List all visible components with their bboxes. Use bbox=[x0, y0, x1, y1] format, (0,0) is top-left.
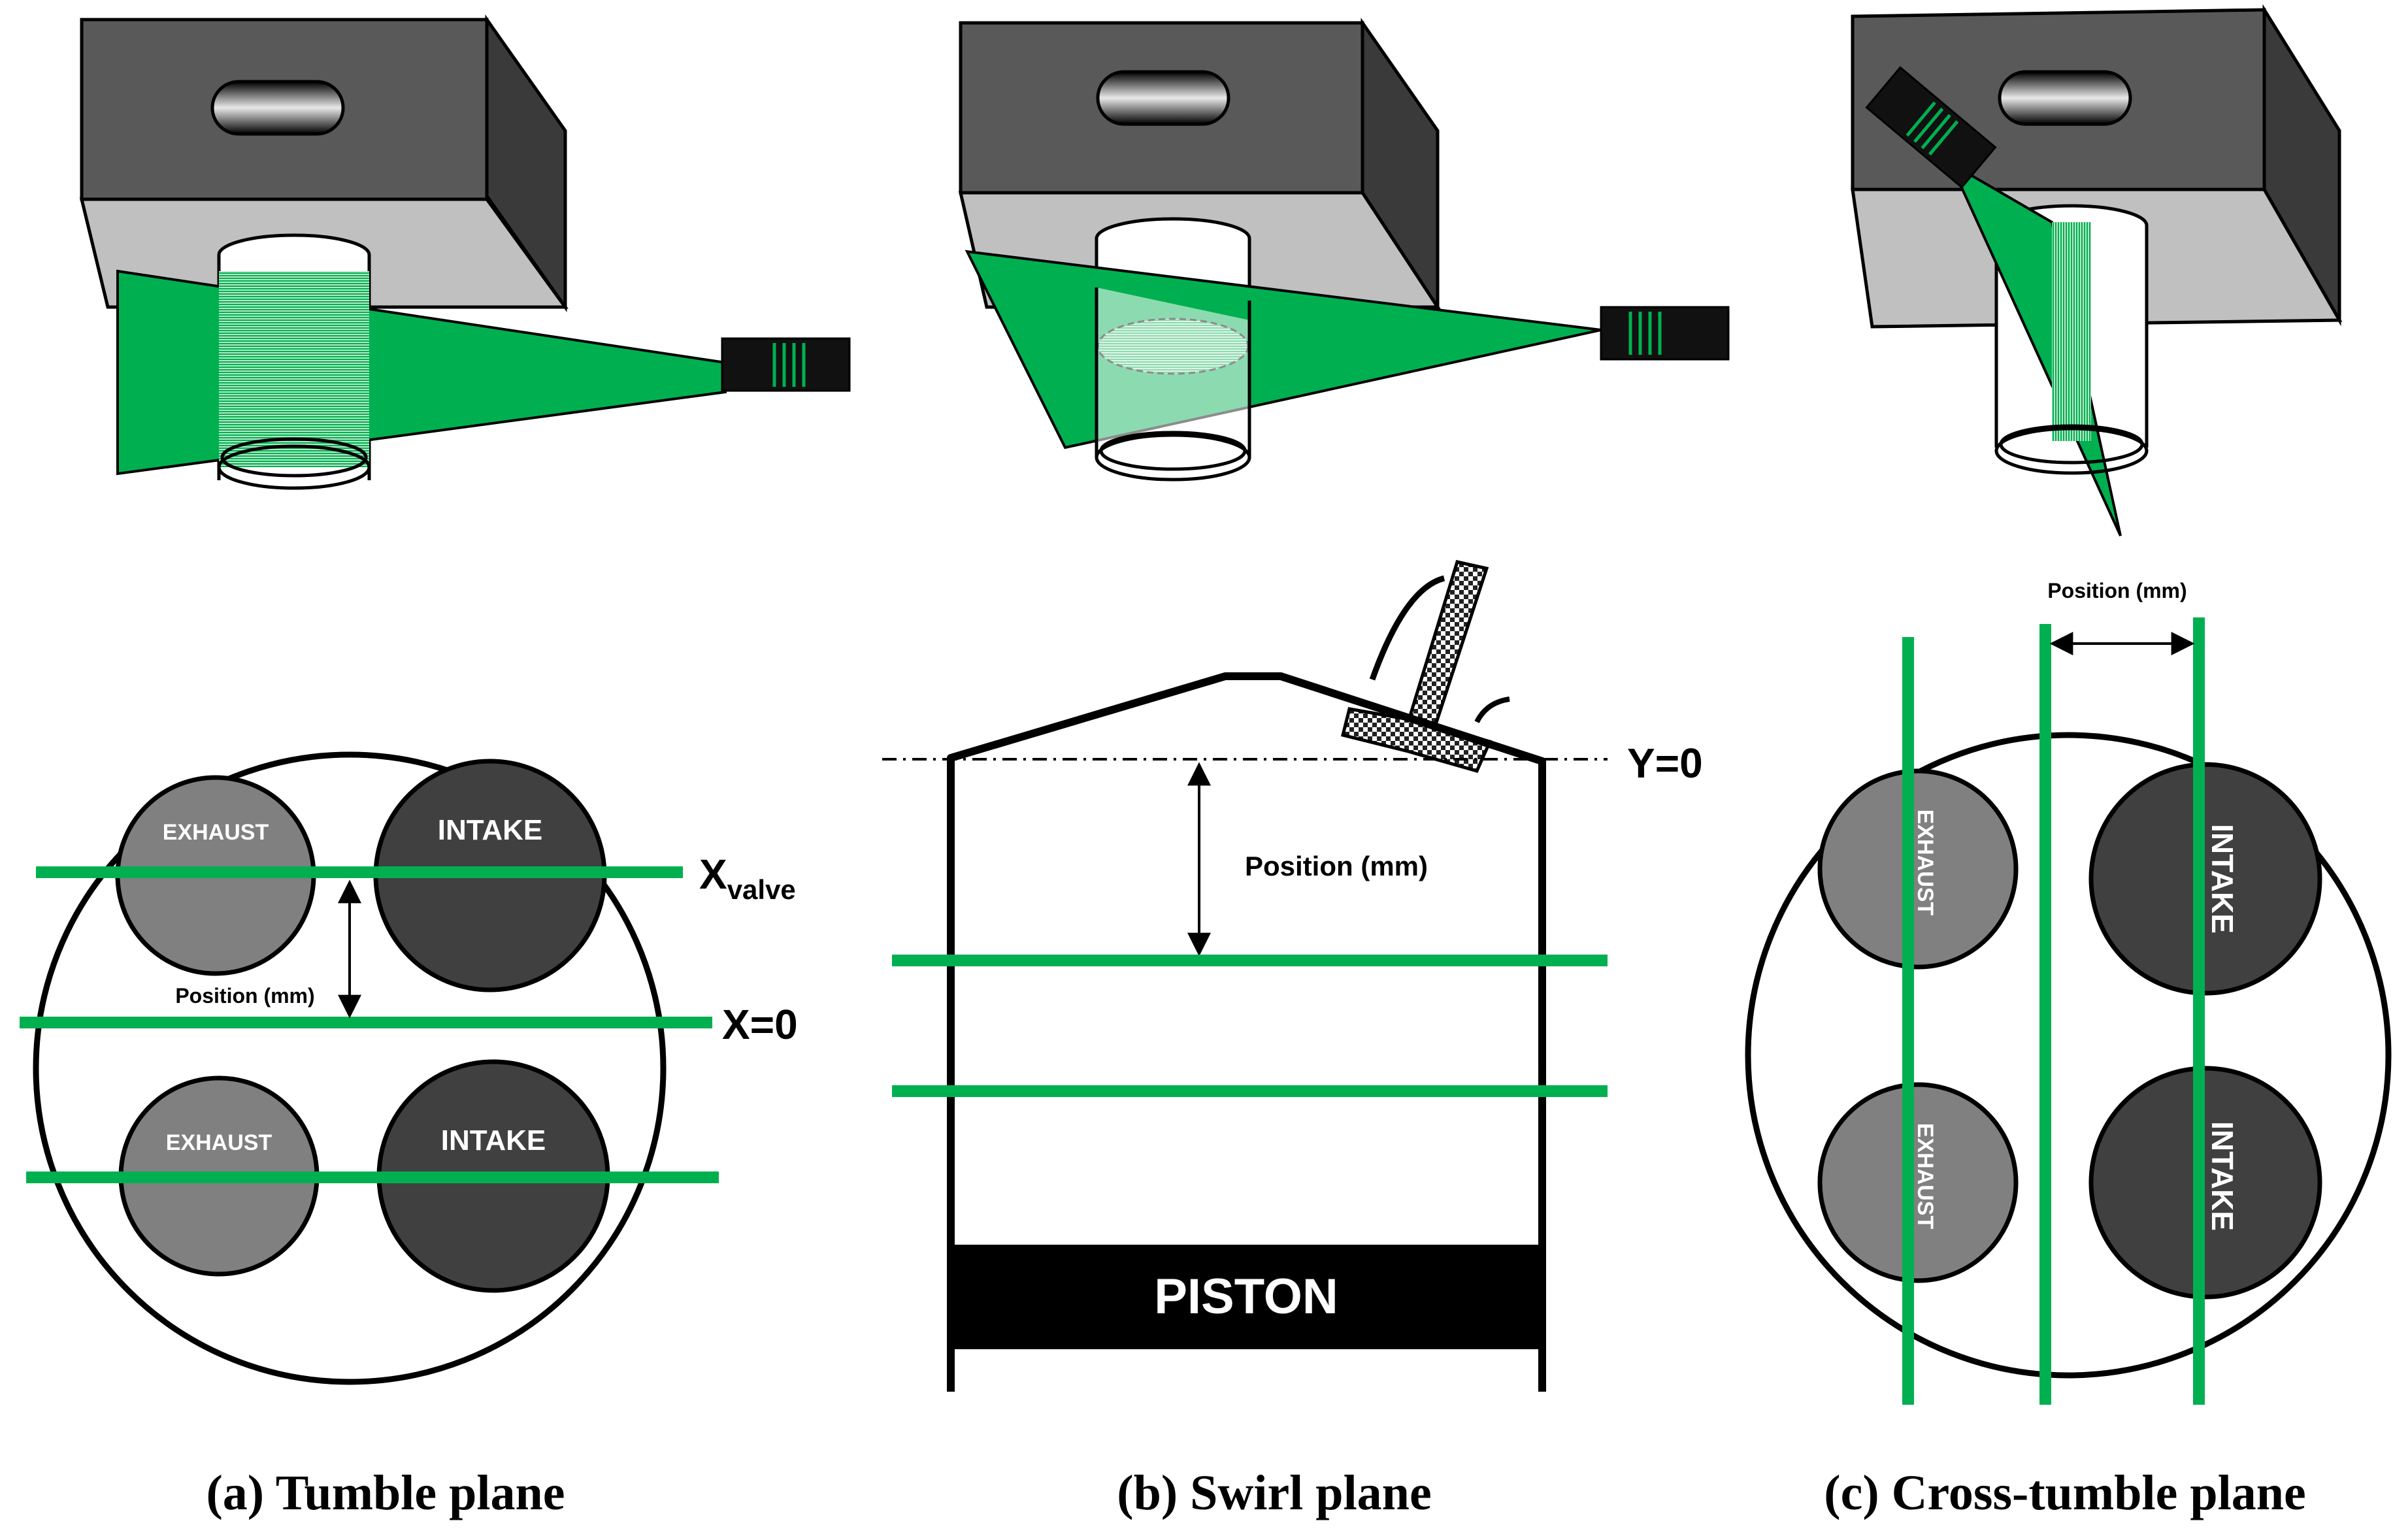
cross-tumble-setup-illustration bbox=[1851, 4, 2343, 536]
caption-swirl: (b) Swirl plane bbox=[1117, 1466, 1431, 1520]
exhaust-valve-bottom bbox=[1817, 1082, 2019, 1283]
intake-valve-bottom bbox=[2088, 1066, 2322, 1300]
tumble-plan-view: EXHAUST INTAKE EXHAUST INTAKE Position (… bbox=[20, 751, 798, 1385]
position-label: Position (mm) bbox=[175, 984, 314, 1008]
cross-tumble-plan-view: EXHAUST INTAKE EXHAUST INTAKE Position (… bbox=[1745, 579, 2392, 1405]
exhaust-valve-top bbox=[1817, 768, 2019, 970]
slot-icon bbox=[1998, 70, 2132, 126]
piston-label: PISTON bbox=[1154, 1269, 1338, 1324]
intake-valve-top bbox=[2088, 762, 2322, 996]
caption-tumble: (a) Tumble plane bbox=[206, 1466, 565, 1520]
valve-label: INTAKE bbox=[2205, 824, 2239, 934]
xvalve-label: Xvalve bbox=[699, 851, 796, 905]
y0-label: Y=0 bbox=[1627, 740, 1703, 787]
spark-plug-icon bbox=[1406, 560, 1489, 730]
valve-label: EXHAUST bbox=[163, 820, 269, 845]
valve-label: INTAKE bbox=[438, 814, 543, 846]
swirl-side-view: Y=0 Position (mm) PISTON bbox=[882, 560, 1703, 1392]
position-label: Position (mm) bbox=[2047, 579, 2187, 602]
valve-label: EXHAUST bbox=[1913, 1123, 1938, 1230]
swirl-setup-illustration bbox=[958, 18, 1730, 482]
slot-icon bbox=[1096, 70, 1230, 126]
caption-cross-tumble: (c) Cross-tumble plane bbox=[1824, 1466, 2305, 1520]
cylinder-outline bbox=[947, 672, 1546, 1392]
laser-source-icon bbox=[1865, 66, 1997, 189]
piston bbox=[951, 1245, 1542, 1349]
valve-label: EXHAUST bbox=[1913, 810, 1938, 916]
position-label: Position (mm) bbox=[1245, 851, 1428, 881]
slot-icon bbox=[210, 80, 345, 136]
x0-label: X=0 bbox=[722, 1001, 798, 1048]
tumble-setup-illustration bbox=[79, 14, 851, 490]
valve-label: INTAKE bbox=[2205, 1121, 2239, 1231]
laser-source-icon bbox=[1600, 306, 1730, 361]
valve-label: EXHAUST bbox=[166, 1130, 272, 1155]
valve-label: INTAKE bbox=[441, 1124, 546, 1156]
